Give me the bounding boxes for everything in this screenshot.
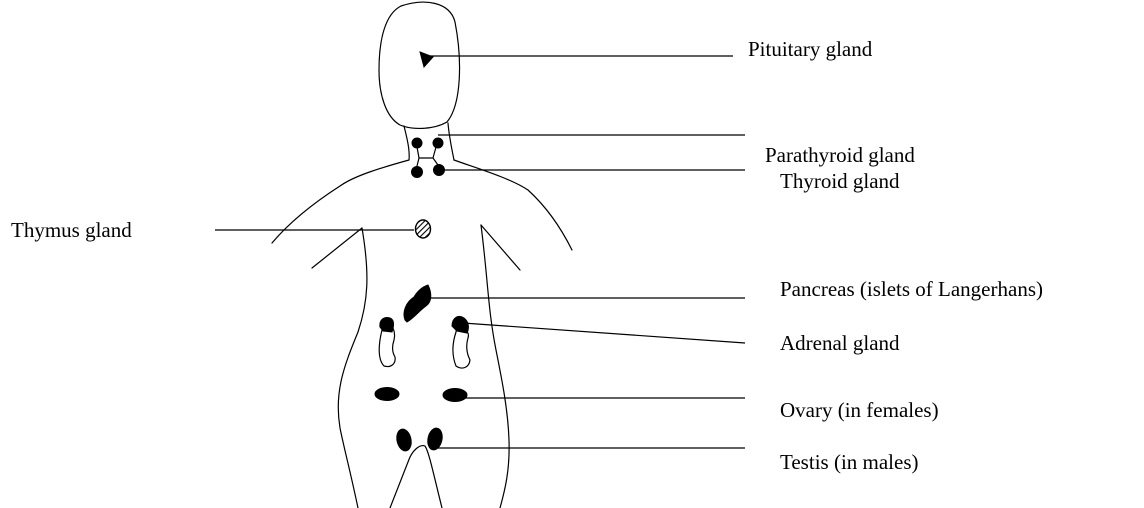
leader-lines [215,56,745,448]
testis-shape [395,428,413,452]
testis-label: Testis (in males) [780,450,919,474]
pituitary-gland-label: Pituitary gland [748,37,873,61]
pancreas-label: Pancreas (islets of Langerhans) [780,277,1043,301]
left-adrenal-gland-shape [380,317,394,332]
thyroid-gland-label: Thyroid gland [780,169,900,193]
ovary-label: Ovary (in females) [780,398,939,422]
parathyroid-gland-label: Parathyroid gland [765,143,915,167]
left-arm-inner-outline [312,228,362,268]
thyroid-connector-outline [417,147,438,166]
right-kidney-outline [453,328,470,368]
head-outline [379,2,460,128]
right-arm-inner-outline [481,225,520,270]
right-torso-outline [481,225,509,508]
body-outline [272,2,572,508]
legs-inner-outline [390,446,442,508]
labels: Pituitary gland Parathyroid gland Thyroi… [11,37,1043,474]
adrenal-leader-line [463,323,745,343]
thymus-gland-label: Thymus gland [11,218,132,242]
right-shoulder-arm-outline [454,160,572,250]
neck-left-outline [404,126,409,160]
pituitary-gland-shape [420,52,433,67]
thymus-gland-shape [416,220,431,238]
neck-right-outline [448,123,454,160]
parathyroid-gland-shape [433,138,443,148]
pancreas-shape [404,285,431,322]
ovary-shape [443,389,467,402]
right-adrenal-gland-shape [452,316,468,333]
ovary-shape [375,388,399,401]
glands [375,52,470,452]
thyroid-gland-shape [412,167,423,178]
left-torso-outline [338,228,367,508]
adrenal-gland-label: Adrenal gland [780,331,900,355]
